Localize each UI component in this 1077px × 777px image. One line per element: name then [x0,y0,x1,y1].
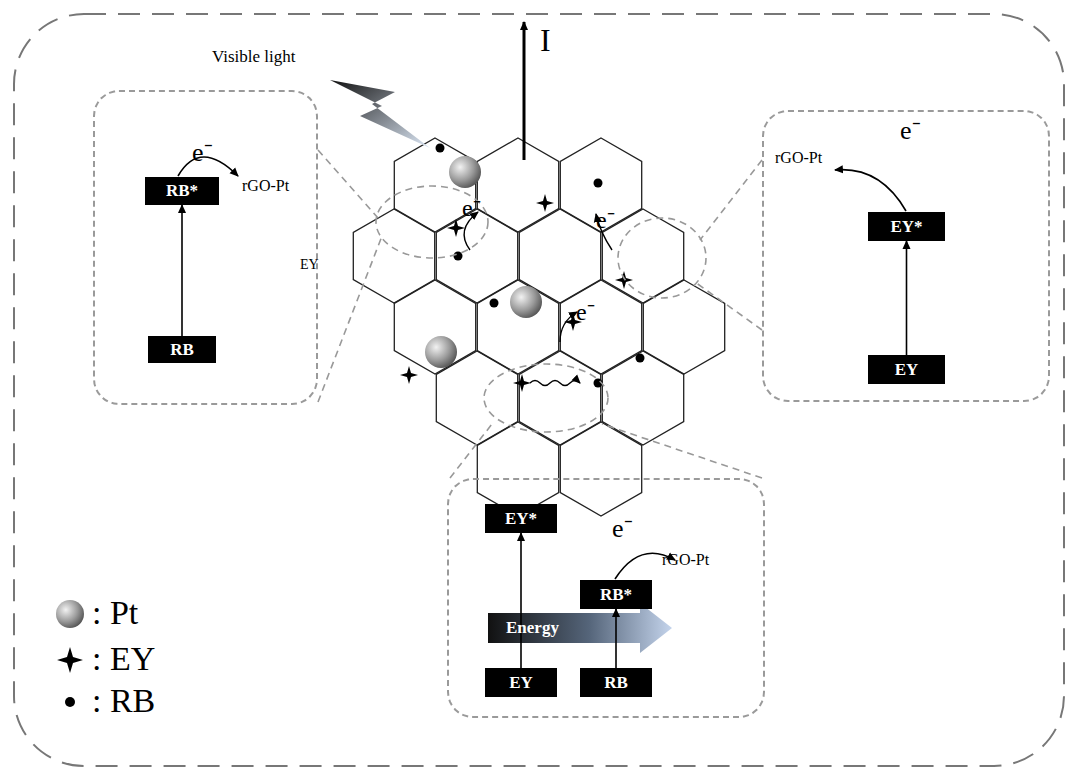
platinum-particles [425,156,542,368]
box-label: EY* [890,217,922,237]
electron-label: e⁻ [612,516,633,542]
dye-level-box: RB [580,668,652,697]
rb-dot [490,299,499,308]
legend-samples [56,600,84,707]
ey-star [400,366,418,384]
box-label: EY [509,673,533,693]
energy-label: Energy [506,619,559,636]
electron-label: e⁻ [596,208,615,232]
hexagon-cell [560,138,641,232]
electron-arrows [464,212,612,386]
dye-marks [400,144,645,393]
zoom-inset: e⁻ rGO-PtEnergy EY* RB* EY RB [447,478,765,718]
rb-dot [436,144,445,153]
zoom-inset: e⁻ rGO-PtEY* EY [762,110,1050,402]
hexagon-cell [477,422,558,516]
dye-level-box: RB* [145,177,219,205]
legend-label: : Pt [92,596,138,630]
rb-dot [594,179,603,188]
hexagon-cell [436,209,517,303]
inset-electron-arrows [178,157,906,579]
lightning-bolt [330,80,430,148]
rb-dot [636,354,645,363]
electron-label: e⁻ [576,300,595,324]
hexagon-cell [394,280,475,374]
electron-label: e⁻ [900,118,921,144]
ey-star [536,194,554,212]
rgo-pt-label: rGO-Pt [662,552,709,568]
dye-level-box: EY [868,355,945,384]
zoom-leader-lines [318,150,762,478]
ey-star [447,219,465,237]
hexagon-cell [560,280,641,374]
dye-level-box: EY* [868,212,945,241]
ey-star [513,374,531,392]
hexagon-cell [477,138,558,232]
dye-level-box: EY* [485,504,557,533]
graphene-lattice [353,138,724,516]
excitation-arrow [181,205,183,336]
excitation-arrow [520,533,522,668]
zoom-ellipses [376,186,706,432]
hexagon-cell [353,209,434,303]
zoom-inset: e⁻ rGO-Pt RB* RB [93,90,318,405]
outer-frame [14,14,1064,766]
dye-level-box: RB [148,336,216,363]
electron-label: e⁻ [462,196,481,220]
box-label: RB [604,673,628,693]
legend-label: : EY [92,642,155,676]
hexagon-cell [477,280,558,374]
excitation-arrow [906,241,908,355]
current-label: I [540,24,551,56]
current-arrow [523,22,526,160]
excitation-arrow [615,609,617,668]
hexagon-cell [602,351,683,445]
legend-label: : RB [92,684,155,718]
rgo-pt-label: rGO-Pt [775,150,822,166]
dye-level-box: RB* [580,580,652,609]
box-label: EY [895,360,919,380]
light-label: Visible light [212,48,296,65]
dye-level-box: EY [485,668,557,697]
box-label: RB [170,340,194,360]
box-label: RB* [600,585,632,605]
hexagon-cell [560,422,641,516]
rgo-pt-label: rGO-Pt [242,178,289,194]
rb-dot [454,252,463,261]
box-label: EY* [505,509,537,529]
dye-label: EY [300,258,319,272]
box-label: RB* [166,181,198,201]
electron-label: e⁻ [192,140,213,166]
energy-arrow [488,603,672,653]
